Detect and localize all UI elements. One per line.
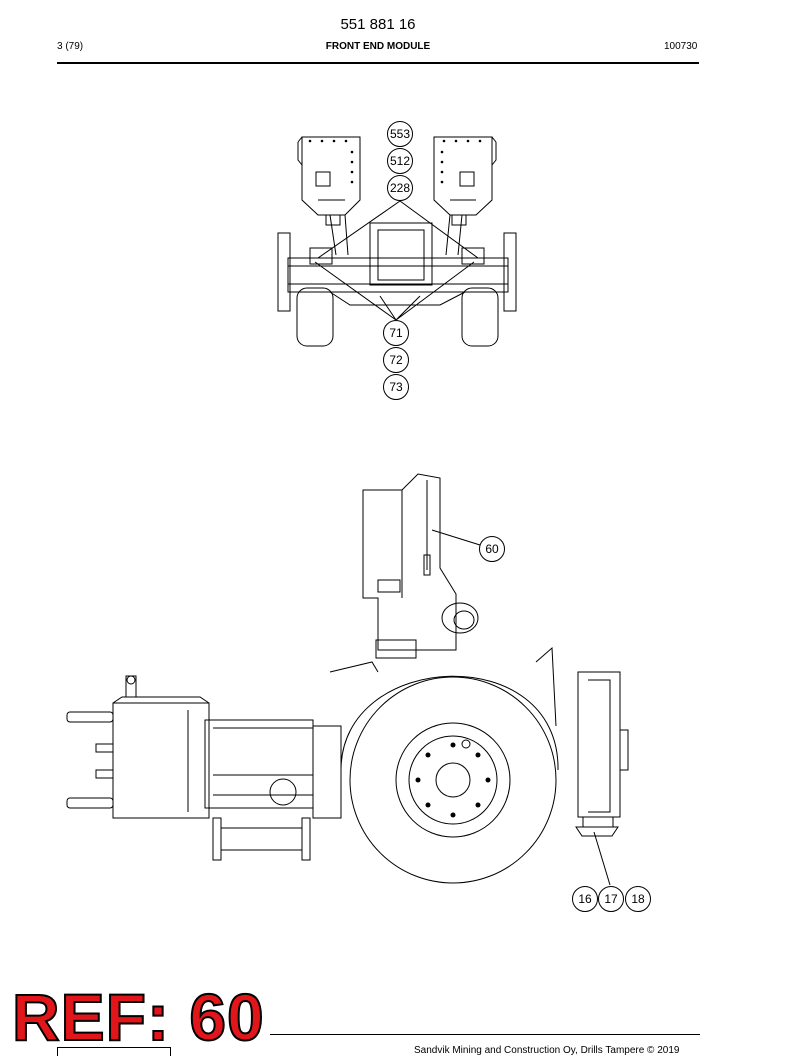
side-view-drawing — [66, 473, 629, 884]
copyright-text: Sandvik Mining and Construction Oy, Dril… — [414, 1045, 680, 1056]
callout-73: 73 — [383, 374, 409, 400]
callouts: 553 512 228 71 72 73 60 16 — [383, 121, 651, 912]
svg-text:71: 71 — [389, 326, 403, 340]
svg-text:18: 18 — [631, 892, 645, 906]
callout-71: 71 — [383, 320, 409, 346]
footer-rule — [270, 1034, 700, 1035]
svg-text:17: 17 — [604, 892, 618, 906]
svg-text:60: 60 — [485, 542, 499, 556]
callout-72: 72 — [383, 347, 409, 373]
reference-label: REF: 60 — [11, 980, 265, 1054]
svg-text:72: 72 — [389, 353, 403, 367]
brand-logo-box — [57, 1047, 171, 1056]
callout-60: 60 — [479, 536, 505, 562]
callout-553: 553 — [387, 121, 413, 147]
svg-text:512: 512 — [390, 154, 410, 168]
svg-text:228: 228 — [390, 181, 410, 195]
page-number: 3 (79) — [57, 41, 84, 52]
svg-text:16: 16 — [578, 892, 592, 906]
callout-17: 17 — [598, 886, 624, 912]
callout-16: 16 — [572, 886, 598, 912]
header-rule — [57, 62, 699, 64]
document-number: 551 881 16 — [340, 16, 416, 33]
svg-text:73: 73 — [389, 380, 403, 394]
date-code: 100730 — [664, 41, 698, 52]
front-view-leaders — [314, 200, 479, 321]
svg-text:553: 553 — [390, 127, 410, 141]
callout-512: 512 — [387, 148, 413, 174]
module-title: FRONT END MODULE — [325, 41, 431, 52]
side-view-leaders — [431, 529, 611, 886]
front-view-drawing — [277, 136, 517, 347]
callout-18: 18 — [625, 886, 651, 912]
callout-228: 228 — [387, 175, 413, 201]
